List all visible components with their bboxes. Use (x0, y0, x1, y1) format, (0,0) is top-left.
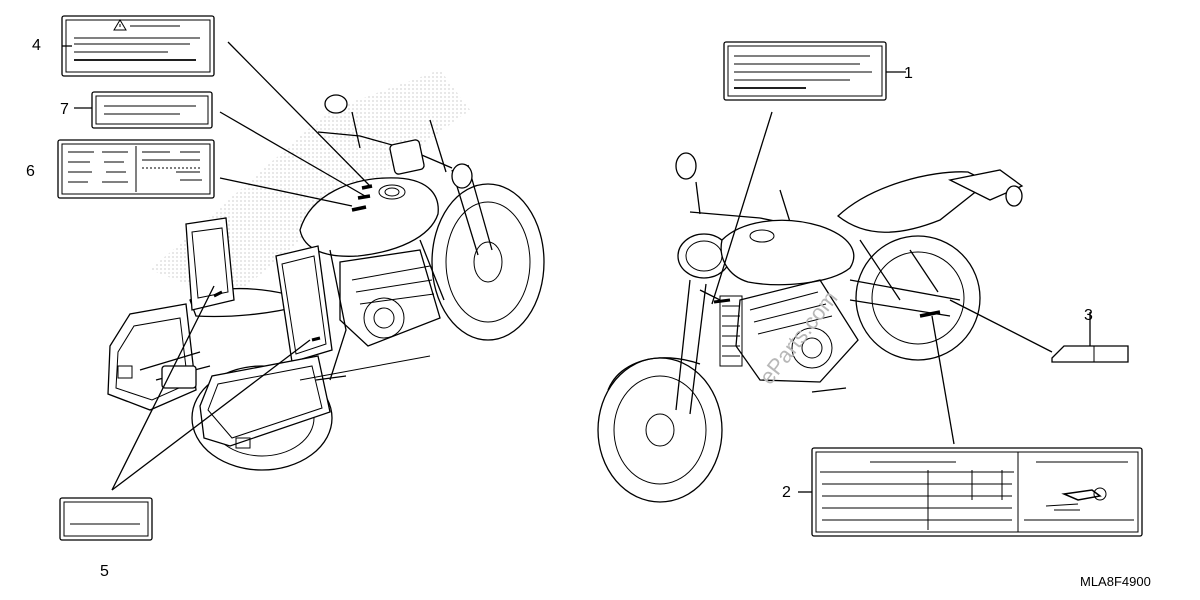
callout-3: 3 (1084, 307, 1093, 324)
label-4-warning (61, 15, 215, 77)
diagram-code: MLA8F4900 (1080, 574, 1151, 589)
label-3 (1051, 345, 1129, 363)
callout-6: 6 (26, 163, 35, 180)
callout-5: 5 (100, 563, 109, 580)
callout-7: 7 (60, 101, 69, 118)
left-motorcycle-illustration (107, 70, 545, 471)
label-1 (723, 41, 887, 101)
callout-4: 4 (32, 37, 41, 54)
label-6 (57, 139, 215, 199)
leader-lines (62, 41, 1091, 493)
warning-triangle-icon (113, 19, 127, 31)
label-5 (59, 497, 153, 541)
callout-1: 1 (904, 65, 913, 82)
label-7 (91, 91, 213, 129)
label-2 (811, 447, 1143, 537)
callout-2: 2 (782, 484, 791, 501)
